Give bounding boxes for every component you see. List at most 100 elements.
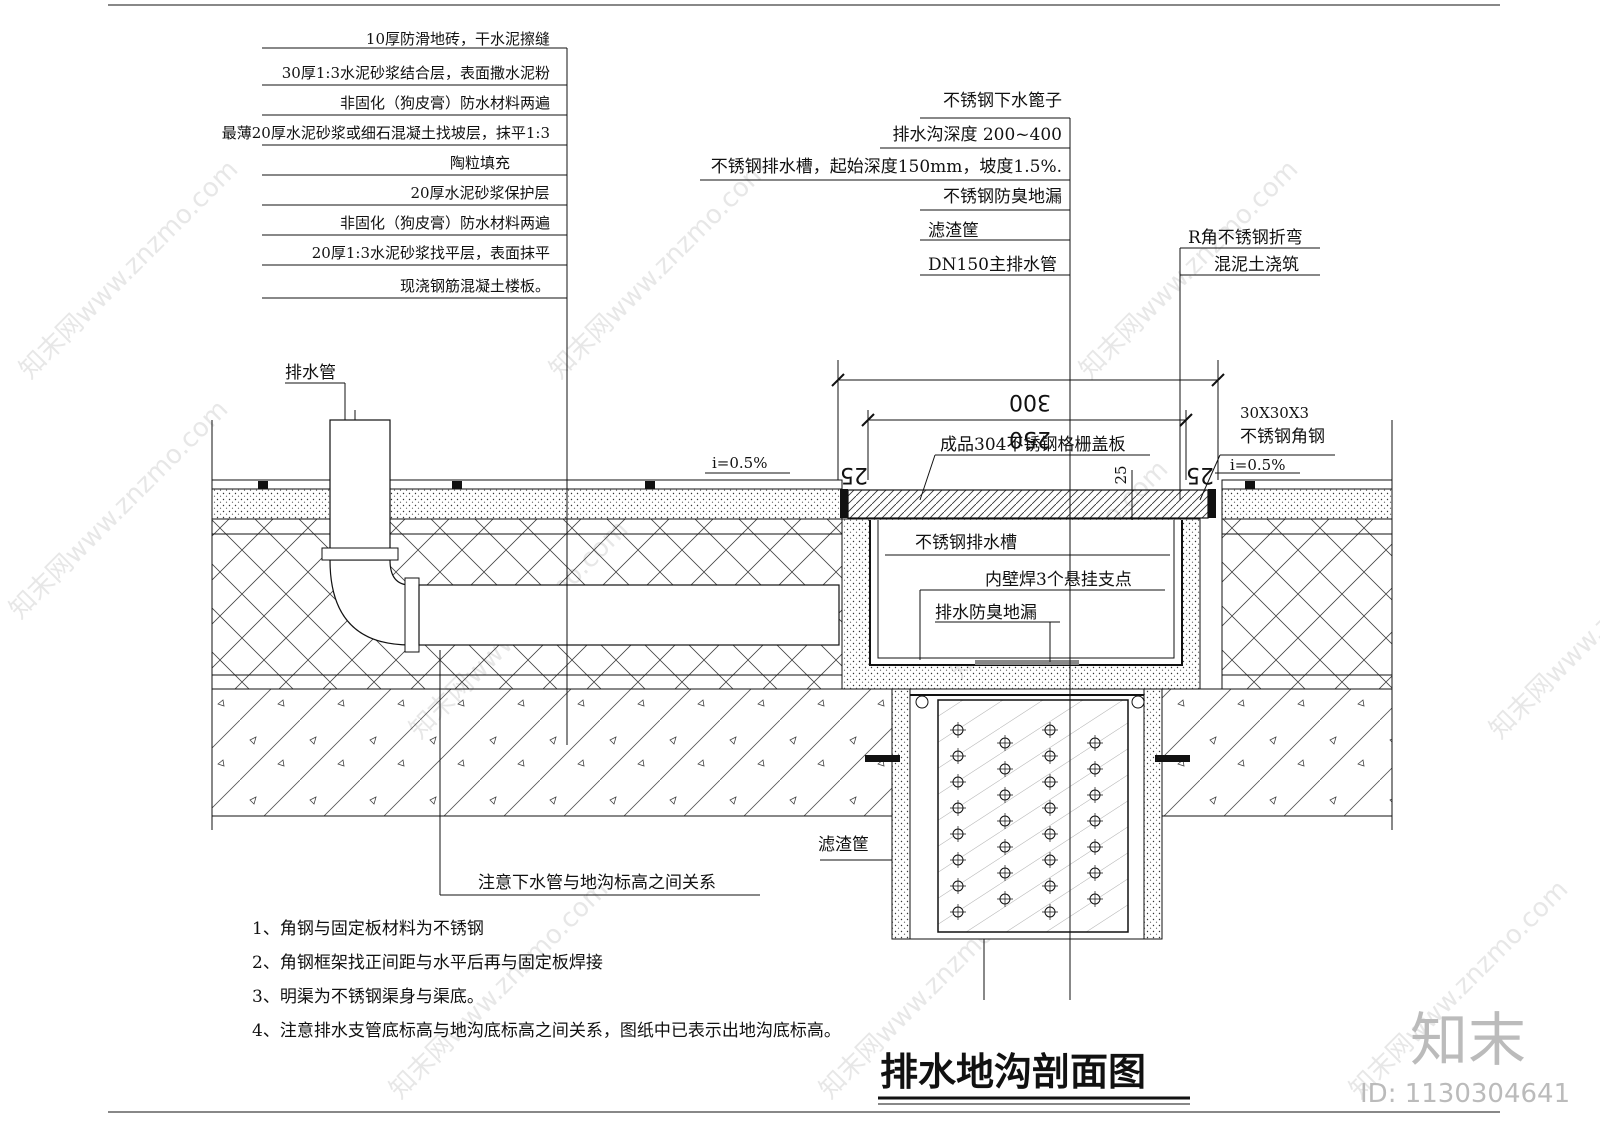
note-item: 4、注意排水支管底标高与地沟底标高之间关系，图纸中已表示出地沟底标高。 bbox=[252, 1021, 841, 1041]
basket-hole-mark bbox=[997, 813, 1013, 829]
basket-hole-mark bbox=[997, 787, 1013, 803]
watermark-text: 知末网www.znzmo.com bbox=[14, 154, 245, 385]
leader-lines bbox=[262, 47, 1335, 1000]
watermark-text: 知末网www.znzmo.com bbox=[1484, 514, 1600, 745]
angle-steel bbox=[1208, 489, 1216, 518]
watermark-text: 知末网www.znzmo.com bbox=[544, 154, 775, 385]
basket-hole-mark bbox=[1087, 761, 1103, 777]
concrete-slab bbox=[211, 688, 893, 817]
dim-edge-right: 25 bbox=[1186, 462, 1214, 487]
basket-hole-mark bbox=[1042, 826, 1058, 842]
grating-cover bbox=[847, 489, 1209, 519]
grate-label: 成品304不锈钢格栅盖板 bbox=[940, 435, 1125, 455]
basket-hole-mark bbox=[950, 852, 966, 868]
dim-outer: 300 bbox=[1009, 389, 1051, 414]
basket-hole-mark bbox=[950, 748, 966, 764]
tile-joint bbox=[1245, 481, 1255, 489]
callout-text: 不锈钢防臭地漏 bbox=[943, 187, 1062, 207]
basket-hole-mark bbox=[1042, 774, 1058, 790]
dim-grate: 25 bbox=[1112, 465, 1130, 484]
callout-text: DN150主排水管 bbox=[928, 255, 1057, 275]
notes: 1、角钢与固定板材料为不锈钢 2、角钢框架找正间距与水平后再与固定板焊接 3、明… bbox=[252, 919, 841, 1041]
tile-joint bbox=[258, 481, 268, 489]
basket-hole-mark bbox=[997, 865, 1013, 881]
right-callouts: R角不锈钢折弯 混泥土浇筑 bbox=[1188, 228, 1303, 275]
basket-hole-mark bbox=[1042, 878, 1058, 894]
note-item: 2、角钢框架找正间距与水平后再与固定板焊接 bbox=[252, 953, 603, 973]
callout-text: 不锈钢下水篦子 bbox=[943, 91, 1062, 111]
basket-hole-mark bbox=[950, 774, 966, 790]
ceramsite-fill bbox=[1221, 518, 1393, 690]
dim-inner: 250 bbox=[1009, 426, 1051, 451]
basket-hole-mark bbox=[1042, 904, 1058, 920]
basket-hole-mark bbox=[1087, 891, 1103, 907]
basket-hole-mark bbox=[950, 800, 966, 816]
angle-name-label: 不锈钢角钢 bbox=[1240, 427, 1325, 447]
callout-text: 30厚1:3水泥砂浆结合层，表面撒水泥粉 bbox=[282, 64, 550, 82]
basket-hole-mark bbox=[997, 761, 1013, 777]
callout-text: 混泥土浇筑 bbox=[1214, 255, 1299, 275]
drawing-labels: 排水管 i=0.5% i=0.5% 成品304不锈钢格栅盖板 30X30X3 不… bbox=[285, 363, 1325, 893]
basket-hole-mark bbox=[1042, 800, 1058, 816]
basket-hole-mark bbox=[1042, 748, 1058, 764]
basket-hole-mark bbox=[1087, 813, 1103, 829]
basket-hole-mark bbox=[1042, 722, 1058, 738]
callout-text: 非固化（狗皮膏）防水材料两遍 bbox=[340, 214, 550, 232]
drain-pipe-label: 排水管 bbox=[285, 363, 336, 383]
angle-steel bbox=[840, 489, 848, 518]
callout-text: 20厚1:3水泥砂浆找平层，表面抹平 bbox=[312, 244, 550, 262]
mortar-layer bbox=[1221, 488, 1393, 520]
watermark-logo: 知末 bbox=[1410, 1006, 1526, 1074]
tile-joint bbox=[452, 481, 462, 489]
sump bbox=[865, 688, 1190, 1000]
angle-size-label: 30X30X3 bbox=[1240, 404, 1309, 422]
basket-hole-mark bbox=[1087, 865, 1103, 881]
center-callouts: 不锈钢下水篦子 排水沟深度 200~400 不锈钢排水槽，起始深度150mm，坡… bbox=[711, 91, 1062, 275]
anti-odor-trap bbox=[975, 660, 1079, 665]
slope-left-label: i=0.5% bbox=[712, 454, 767, 472]
note-item: 3、明渠为不锈钢渠身与渠底。 bbox=[252, 987, 484, 1007]
callout-text: R角不锈钢折弯 bbox=[1188, 228, 1303, 248]
note-item: 1、角钢与固定板材料为不锈钢 bbox=[252, 919, 484, 939]
callout-text: 陶粒填充 bbox=[450, 154, 510, 172]
callout-text: 排水沟深度 200~400 bbox=[892, 125, 1062, 145]
basket-hole-mark bbox=[997, 735, 1013, 751]
basket-hole-mark bbox=[1042, 852, 1058, 868]
basket-hole-mark bbox=[1087, 735, 1103, 751]
dimension-lines bbox=[831, 360, 1225, 556]
left-callouts: 10厚防滑地砖，干水泥擦缝 30厚1:3水泥砂浆结合层，表面撒水泥粉 非固化（狗… bbox=[222, 30, 550, 295]
tile-joint bbox=[645, 481, 655, 489]
basket-hole-mark bbox=[950, 904, 966, 920]
basket-hole-mark bbox=[997, 891, 1013, 907]
basket-hole-mark bbox=[950, 878, 966, 894]
basket-hole-mark bbox=[950, 826, 966, 842]
drain-channel bbox=[840, 489, 1216, 690]
callout-text: 20厚水泥砂浆保护层 bbox=[410, 184, 549, 202]
callout-text: 非固化（狗皮膏）防水材料两遍 bbox=[340, 94, 550, 112]
concrete-slab bbox=[1161, 688, 1393, 817]
mortar-layer bbox=[211, 488, 843, 520]
trough-inner bbox=[877, 520, 1175, 659]
drawing-title: 排水地沟剖面图 bbox=[880, 1050, 1146, 1094]
basket-hole-mark bbox=[1087, 787, 1103, 803]
callout-text: 现浇钢筋混凝土楼板。 bbox=[400, 277, 550, 295]
basket-holes bbox=[950, 722, 1103, 920]
basket-hole-mark bbox=[1087, 839, 1103, 855]
basket-hole-mark bbox=[997, 839, 1013, 855]
watermark-text: 知末网www.znzmo.com bbox=[4, 394, 235, 625]
dimension-texts: 300 250 25 25 25 bbox=[840, 389, 1214, 487]
weld-label: 内壁焊3个悬挂支点 bbox=[985, 570, 1132, 590]
basket-hole-mark bbox=[950, 722, 966, 738]
trap-label: 排水防臭地漏 bbox=[935, 603, 1037, 623]
callout-text: 滤渣筐 bbox=[928, 221, 979, 241]
tile-layer bbox=[211, 479, 843, 490]
callout-text: 10厚防滑地砖，干水泥擦缝 bbox=[366, 30, 550, 48]
note-label: 注意下水管与地沟标高之间关系 bbox=[478, 873, 716, 893]
trough-label: 不锈钢排水槽 bbox=[915, 533, 1017, 553]
slope-right-label: i=0.5% bbox=[1230, 456, 1285, 474]
watermark-id: ID: 1130304641 bbox=[1360, 1079, 1570, 1109]
dim-edge-left: 25 bbox=[840, 462, 868, 487]
callout-text: 不锈钢排水槽，起始深度150mm，坡度1.5%. bbox=[711, 157, 1062, 177]
basket-label: 滤渣筐 bbox=[818, 835, 869, 855]
